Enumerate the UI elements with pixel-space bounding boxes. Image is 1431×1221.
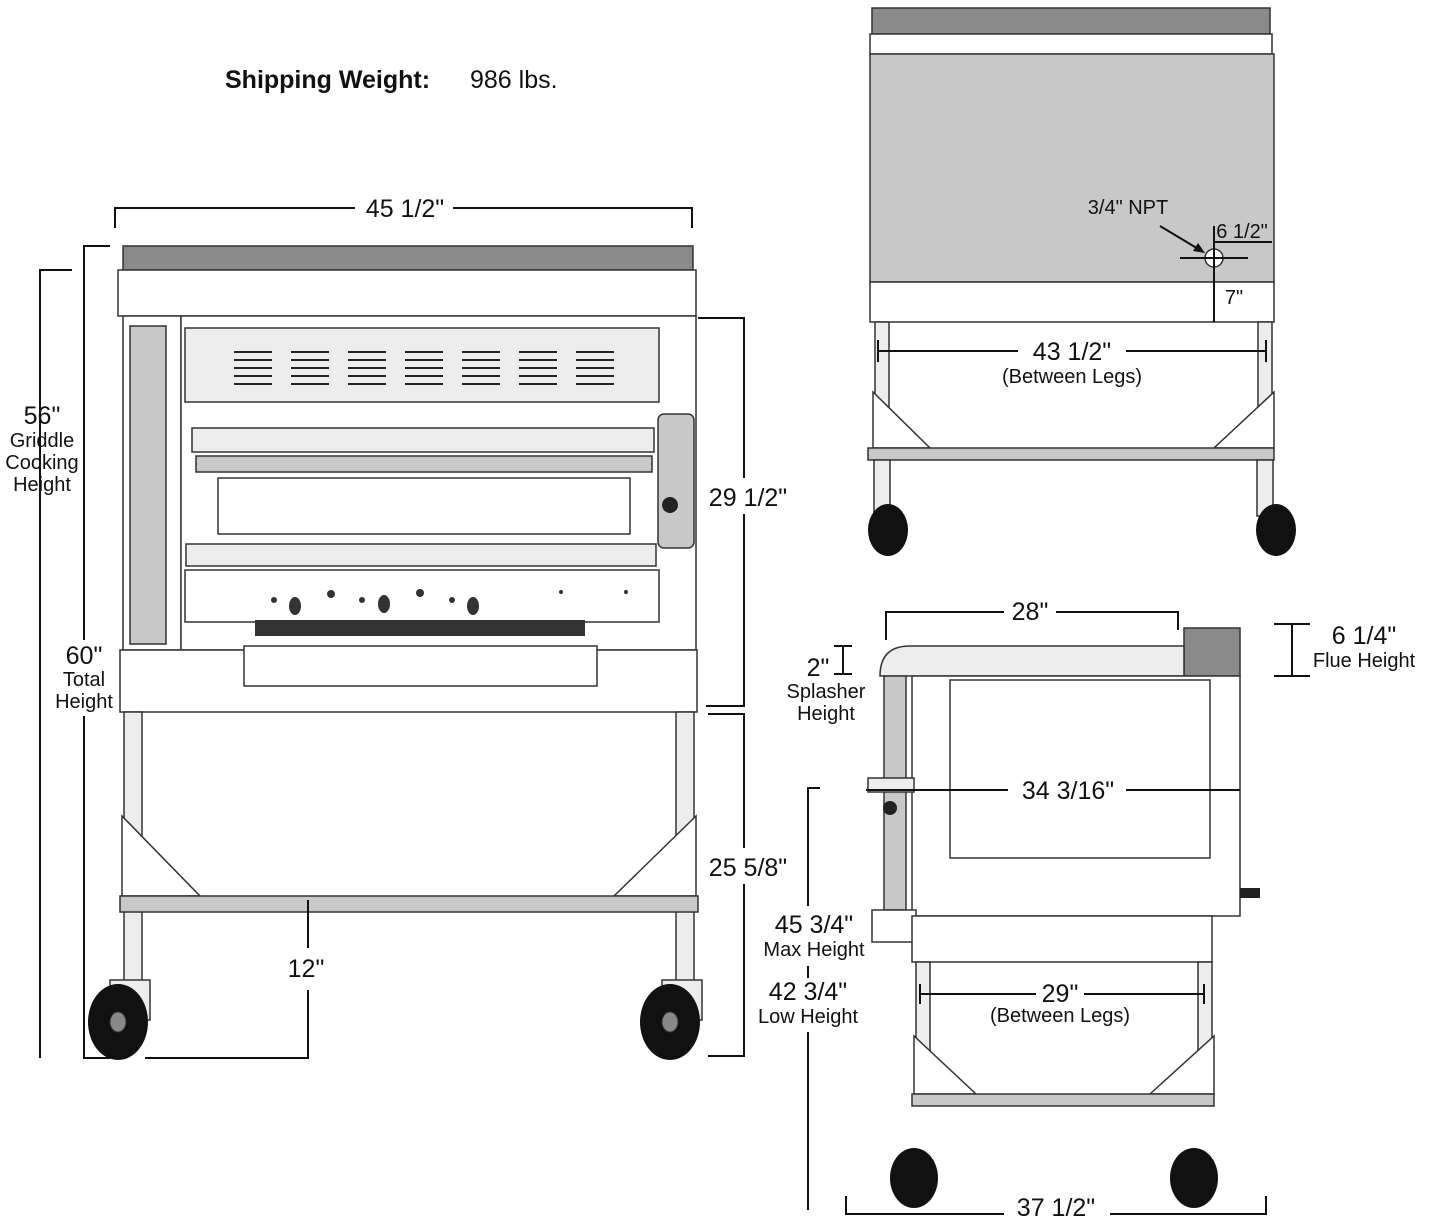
rear-lower-shelf (867, 447, 1275, 461)
front-side-handle-plate (657, 413, 695, 549)
front-drawer (243, 645, 598, 687)
side-griddle-top (879, 645, 1185, 677)
splasher-height-label-1: Splasher (787, 681, 866, 703)
rear-top-rail (869, 33, 1273, 55)
side-base-frame (911, 915, 1213, 963)
side-body-depth: 34 3/16" (1022, 777, 1114, 805)
side-handle (867, 777, 915, 793)
side-view (867, 627, 1260, 1208)
front-view (88, 245, 703, 1060)
griddle-height-label-3: Height (13, 474, 71, 496)
rear-leg-span-note: (Between Legs) (1002, 366, 1142, 388)
griddle-height-label-2: Cooking (5, 452, 78, 474)
rear-right-wheel (1256, 504, 1296, 556)
front-adjust-knob (662, 497, 678, 513)
low-height-label: Low Height (758, 1006, 859, 1028)
gas-side-offset: 6 1/2" (1216, 221, 1268, 243)
rear-dimension-lines (877, 225, 1272, 362)
front-width-dimension: 45 1/2" (366, 195, 444, 223)
side-leg-span-note: (Between Legs) (990, 1005, 1130, 1027)
side-front-wheel (890, 1148, 938, 1208)
splasher-height-value: 2" (807, 654, 830, 682)
side-front-column (883, 675, 907, 911)
rear-base-frame (869, 281, 1275, 323)
max-height-label: Max Height (763, 939, 865, 961)
lower-height-dimension: 25 5/8" (709, 854, 787, 882)
griddle-height-value: 56" (24, 402, 61, 430)
side-lower-shelf (911, 1093, 1215, 1107)
side-body-panel (949, 679, 1211, 859)
rear-view (867, 7, 1296, 556)
front-broiler-pan (217, 477, 631, 535)
gas-height-offset: 7" (1225, 287, 1243, 309)
front-broiler-rack-rail (195, 455, 653, 473)
front-broiler-rack-top (191, 427, 655, 453)
front-vent-panel (184, 327, 660, 403)
splasher-height-label-2: Height (797, 703, 855, 725)
rear-leg-span-value: 43 1/2" (1033, 338, 1111, 366)
side-dimension-lines (807, 611, 1310, 1215)
rear-top-plate (871, 7, 1271, 35)
front-left-gusset (121, 814, 202, 897)
upper-height-dimension: 29 1/2" (709, 484, 787, 512)
npt-arrow-head (1193, 243, 1205, 253)
shelf-height-dimension: 12" (288, 955, 325, 983)
low-height-value: 42 3/4" (769, 978, 847, 1006)
side-leg-span-value: 29" (1042, 980, 1079, 1008)
side-top-depth: 28" (1012, 598, 1049, 626)
vent-louvers (234, 351, 614, 385)
front-drip-slot (255, 620, 585, 636)
front-top-rail (117, 269, 697, 317)
total-height-label-2: Height (55, 691, 113, 713)
front-roller-bar (185, 543, 657, 567)
control-knobs (271, 589, 628, 615)
front-griddle-plate (122, 245, 694, 271)
griddle-height-label-1: Griddle (10, 430, 74, 452)
max-height-value: 45 3/4" (775, 911, 853, 939)
rear-back-panel (869, 53, 1275, 283)
side-adjust-knob (883, 801, 897, 815)
shipping-weight-value: 986 lbs. (470, 66, 558, 94)
side-overall-depth: 37 1/2" (1017, 1194, 1095, 1221)
side-flue (1183, 627, 1241, 677)
side-rear-wheel (1170, 1148, 1218, 1208)
gas-connection-label: 3/4" NPT (1088, 197, 1168, 219)
front-left-column-panel (129, 325, 167, 645)
side-front-drawer (871, 909, 917, 943)
flue-height-label: Flue Height (1313, 650, 1416, 672)
total-height-label-1: Total (63, 669, 105, 691)
shipping-weight-label: Shipping Weight: (225, 66, 430, 94)
front-right-gusset (612, 814, 697, 897)
total-height-value: 60" (66, 642, 103, 670)
flue-height-value: 6 1/4" (1332, 622, 1396, 650)
front-lower-shelf (119, 895, 699, 913)
rear-left-wheel (868, 504, 908, 556)
